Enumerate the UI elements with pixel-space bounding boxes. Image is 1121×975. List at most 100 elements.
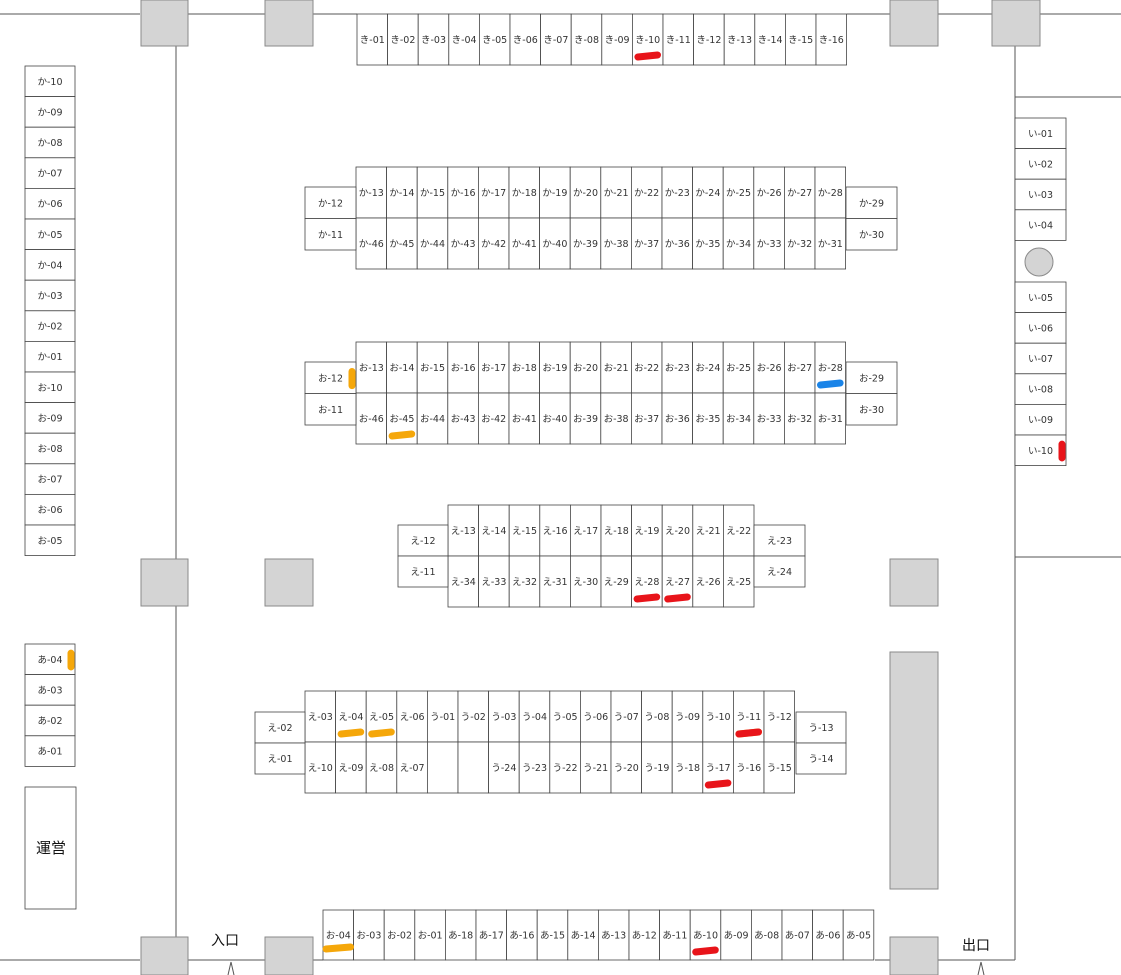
booth[interactable]: き-03 xyxy=(417,13,450,66)
booth[interactable]: お-21 xyxy=(600,341,632,394)
booth[interactable]: え-14 xyxy=(478,504,510,557)
booth[interactable]: か-11 xyxy=(304,218,357,251)
booth[interactable]: お-26 xyxy=(753,341,785,394)
booth[interactable]: き-08 xyxy=(570,13,603,66)
booth[interactable]: あ-15 xyxy=(536,909,569,961)
booth[interactable]: お-12 xyxy=(304,361,357,394)
booth[interactable]: え-09 xyxy=(335,741,367,794)
booth[interactable]: お-09 xyxy=(24,402,76,434)
booth[interactable]: う-24 xyxy=(488,741,520,794)
booth[interactable]: か-21 xyxy=(600,166,632,219)
booth[interactable]: え-25 xyxy=(723,555,755,608)
booth[interactable]: か-40 xyxy=(539,217,571,270)
booth[interactable]: か-07 xyxy=(24,157,76,189)
booth[interactable]: え-21 xyxy=(692,504,724,557)
booth[interactable]: か-17 xyxy=(477,166,510,219)
booth[interactable]: う-13 xyxy=(795,711,847,744)
booth[interactable]: お-18 xyxy=(508,341,541,394)
booth[interactable]: あ-01 xyxy=(24,735,76,767)
booth[interactable]: お-42 xyxy=(477,392,510,445)
booth[interactable]: え-08 xyxy=(365,741,398,794)
booth[interactable]: か-01 xyxy=(24,340,76,373)
booth[interactable]: か-36 xyxy=(661,217,694,270)
booth[interactable]: い-04 xyxy=(1014,209,1067,241)
booth[interactable]: か-24 xyxy=(692,166,724,219)
booth[interactable]: え-12 xyxy=(397,524,449,557)
booth[interactable]: い-06 xyxy=(1014,312,1067,344)
booth[interactable]: お-15 xyxy=(416,341,449,394)
booth[interactable]: お-23 xyxy=(661,341,694,394)
booth[interactable]: い-01 xyxy=(1014,117,1067,150)
booth[interactable]: き-07 xyxy=(540,13,572,66)
booth[interactable]: か-18 xyxy=(508,166,541,219)
booth[interactable]: い-10 xyxy=(1014,434,1067,467)
booth[interactable]: あ-14 xyxy=(567,909,599,961)
booth[interactable]: あ-06 xyxy=(812,909,844,961)
booth[interactable]: う-21 xyxy=(580,741,612,794)
booth[interactable]: か-28 xyxy=(814,166,847,219)
booth[interactable]: お-04 xyxy=(322,909,355,961)
booth[interactable]: か-15 xyxy=(416,166,449,219)
booth[interactable]: か-23 xyxy=(661,166,694,219)
booth[interactable]: お-24 xyxy=(692,341,724,394)
booth[interactable]: え-32 xyxy=(508,555,541,608)
booth[interactable]: う-16 xyxy=(733,741,765,794)
booth[interactable]: か-37 xyxy=(631,217,663,270)
booth[interactable]: お-29 xyxy=(845,361,898,394)
booth[interactable]: か-19 xyxy=(539,166,571,219)
booth[interactable]: か-09 xyxy=(24,96,76,128)
booth[interactable]: え-10 xyxy=(304,741,337,794)
booth[interactable]: か-35 xyxy=(692,217,724,270)
booth[interactable]: お-13 xyxy=(355,341,388,394)
booth[interactable]: え-03 xyxy=(304,690,337,743)
booth[interactable]: お-44 xyxy=(416,392,449,445)
booth[interactable]: え-22 xyxy=(723,504,755,557)
booth[interactable]: お-05 xyxy=(24,524,76,557)
booth[interactable]: え-17 xyxy=(570,504,602,557)
booth[interactable]: お-17 xyxy=(477,341,510,394)
booth[interactable]: え-18 xyxy=(600,504,633,557)
booth[interactable]: き-01 xyxy=(356,13,389,66)
booth[interactable]: う-02 xyxy=(457,690,490,743)
booth[interactable]: う-23 xyxy=(518,741,551,794)
booth[interactable]: あ-12 xyxy=(628,909,661,961)
booth[interactable]: き-14 xyxy=(754,13,786,66)
booth[interactable]: か-05 xyxy=(24,218,76,251)
booth[interactable]: あ-13 xyxy=(598,909,630,961)
booth[interactable]: き-05 xyxy=(478,13,511,66)
booth[interactable]: あ-18 xyxy=(444,909,477,961)
booth[interactable]: お-35 xyxy=(692,392,724,445)
booth[interactable]: か-42 xyxy=(477,217,510,270)
booth[interactable]: あ-09 xyxy=(720,909,752,961)
booth[interactable]: あ-02 xyxy=(24,704,76,737)
booth[interactable]: え-16 xyxy=(539,504,571,557)
booth[interactable]: え-30 xyxy=(570,555,602,608)
booth[interactable]: う-20 xyxy=(610,741,643,794)
booth[interactable]: か-13 xyxy=(355,166,388,219)
booth[interactable]: う-09 xyxy=(671,690,704,743)
booth[interactable]: え-31 xyxy=(539,555,571,608)
booth[interactable]: か-10 xyxy=(24,65,76,98)
booth[interactable]: か-46 xyxy=(355,217,388,270)
booth[interactable]: か-12 xyxy=(304,186,357,219)
booth[interactable]: あ-05 xyxy=(842,909,875,961)
booth[interactable]: か-34 xyxy=(722,217,755,270)
booth[interactable]: き-11 xyxy=(662,13,695,66)
booth[interactable]: か-30 xyxy=(845,218,898,251)
booth[interactable]: う-22 xyxy=(549,741,581,794)
booth[interactable]: え-29 xyxy=(600,555,633,608)
booth[interactable]: お-10 xyxy=(24,371,76,404)
booth[interactable]: お-34 xyxy=(722,392,755,445)
booth[interactable]: か-03 xyxy=(24,279,76,312)
booth[interactable]: か-25 xyxy=(722,166,755,219)
booth[interactable]: か-29 xyxy=(845,186,898,219)
booth[interactable]: え-11 xyxy=(397,555,449,588)
booth[interactable]: う-14 xyxy=(795,742,847,775)
booth[interactable]: あ-07 xyxy=(781,909,814,961)
booth[interactable]: お-07 xyxy=(24,463,76,495)
booth[interactable]: あ-03 xyxy=(24,674,76,706)
booth[interactable]: お-25 xyxy=(722,341,755,394)
booth[interactable]: か-08 xyxy=(24,126,76,159)
booth[interactable]: え-13 xyxy=(447,504,480,557)
booth[interactable]: う-08 xyxy=(641,690,673,743)
